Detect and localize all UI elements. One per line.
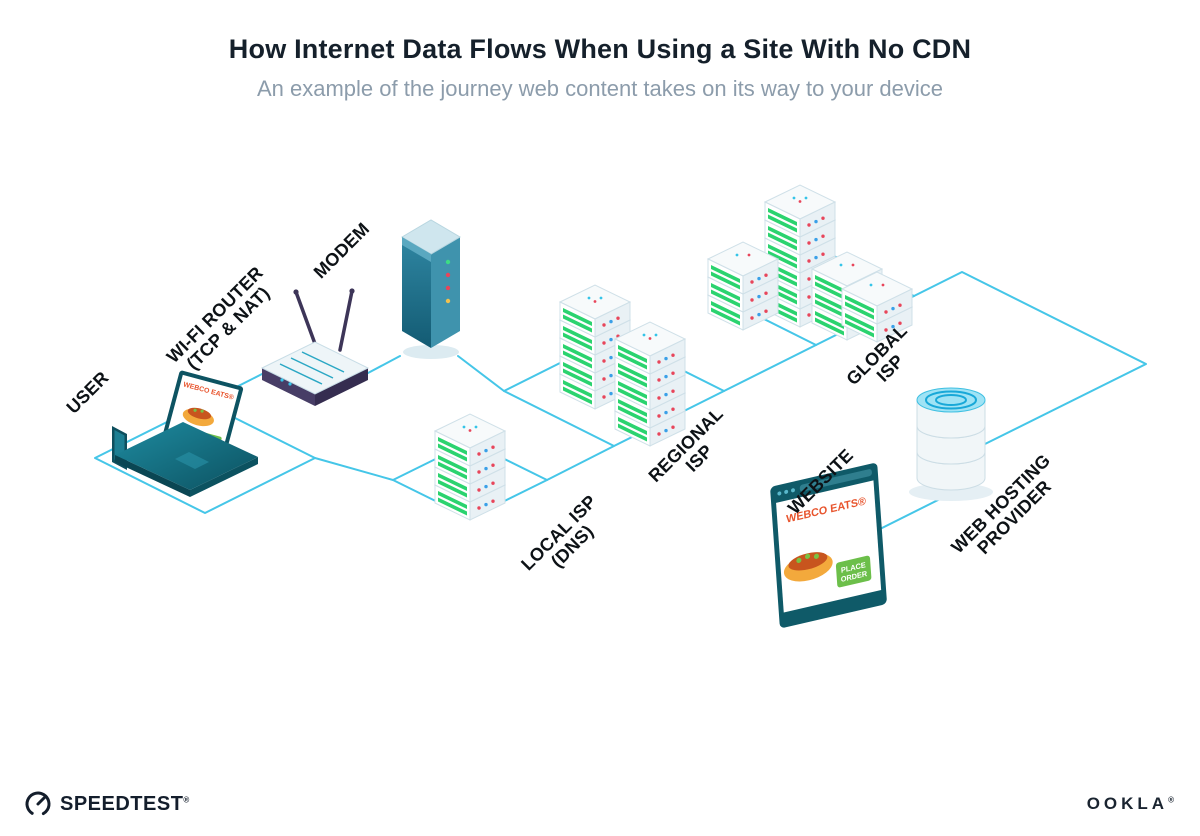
router-led bbox=[280, 378, 284, 382]
user-to-local-line bbox=[314, 457, 394, 481]
server-top-icon bbox=[735, 253, 751, 257]
laptop-base bbox=[115, 422, 258, 497]
server-tower-global-right bbox=[811, 251, 883, 341]
ookla-wordmark: OOKLA bbox=[1086, 794, 1169, 813]
ookla-registered-mark: ® bbox=[1168, 795, 1178, 805]
page-title: How Internet Data Flows When Using a Sit… bbox=[228, 34, 972, 64]
router-to-modem-line bbox=[367, 355, 401, 374]
database-stack bbox=[909, 387, 993, 501]
global-to-hosting-line bbox=[913, 271, 1147, 445]
server-top-icon bbox=[869, 283, 885, 287]
server-tower-global-main bbox=[764, 184, 836, 328]
speedtest-wordmark: SPEEDTEST® bbox=[60, 793, 190, 816]
server-top-icon bbox=[642, 333, 658, 340]
server-top-icon bbox=[587, 296, 603, 303]
server-tower-regional-back bbox=[559, 284, 631, 410]
regional-to-global-line bbox=[723, 344, 817, 392]
page-subtitle: An example of the journey web content ta… bbox=[256, 76, 944, 101]
user-laptop: WEBCO EATS® bbox=[112, 370, 258, 497]
ookla-logo: OOKLA® bbox=[1087, 794, 1178, 814]
modem bbox=[401, 219, 461, 359]
server-tower-global-left bbox=[707, 241, 779, 331]
router-antennas bbox=[294, 289, 354, 354]
laptop-taco-image bbox=[182, 407, 214, 427]
server-tower-local-isp bbox=[434, 413, 506, 521]
local-to-regional-line bbox=[546, 445, 615, 481]
server-top-icon bbox=[462, 425, 478, 432]
server-cluster-global-isp bbox=[707, 184, 913, 343]
server-cluster-regional-isp bbox=[559, 284, 686, 447]
server-tower-global-far-right bbox=[841, 271, 913, 343]
server-top-icon bbox=[839, 263, 855, 267]
speedtest-gauge-icon bbox=[25, 791, 51, 817]
website-browser: WEBCO EATS® PLACE ORDER bbox=[770, 463, 887, 628]
browser-address-bar bbox=[799, 469, 872, 492]
speedtest-text: SPEEDTEST bbox=[60, 792, 184, 815]
place-order-button: PLACE ORDER bbox=[835, 555, 872, 588]
server-tower-regional-front bbox=[614, 321, 686, 447]
router-led bbox=[288, 382, 292, 386]
laptop-trackpad bbox=[175, 452, 209, 469]
speedtest-registered-mark: ® bbox=[183, 794, 190, 804]
taco-image bbox=[783, 552, 833, 582]
modem-leds bbox=[445, 259, 451, 304]
server-top-icon bbox=[792, 196, 808, 203]
router-grooves bbox=[279, 351, 345, 385]
wifi-router bbox=[260, 288, 370, 406]
hosting-to-website-line bbox=[875, 494, 949, 532]
modem-to-regional-line bbox=[457, 355, 505, 392]
speedtest-logo: SPEEDTEST® bbox=[24, 790, 190, 818]
